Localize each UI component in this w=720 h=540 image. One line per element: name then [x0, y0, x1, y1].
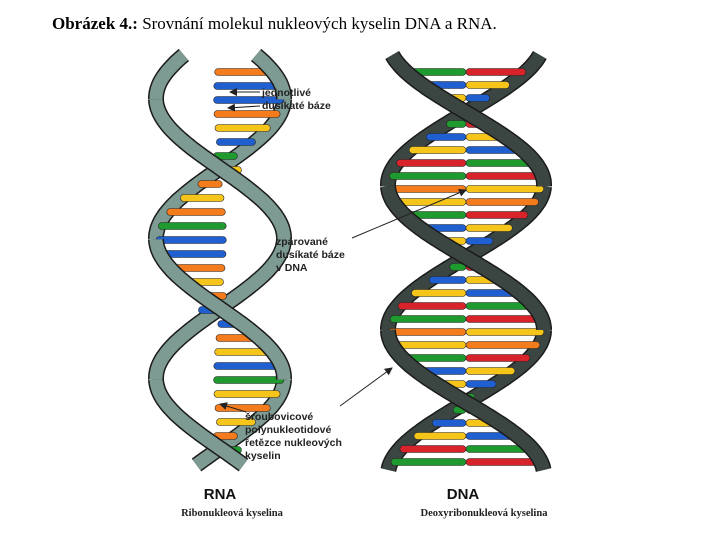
label-bases: jednotlivé dusíkaté báze [261, 87, 331, 112]
label-backbone-line1: šroubovicové [245, 411, 313, 423]
nitrogen-base [214, 363, 282, 370]
nitrogen-base [216, 139, 255, 146]
nitrogen-base-right [466, 82, 510, 89]
label-bases-line1: jednotlivé [261, 87, 311, 99]
label-paired-line2: dusíkaté báze [276, 249, 345, 261]
label-paired-line1: zpárované [276, 236, 328, 248]
nitrogen-base-left [414, 433, 466, 440]
nitrogen-base-left [409, 147, 466, 154]
nitrogen-base-left [397, 160, 467, 167]
nitrogen-base-left [398, 303, 466, 310]
label-paired: zpárované dusíkaté báze v DNA [276, 236, 348, 274]
dna-title: DNA [447, 486, 480, 503]
nitrogen-base-left [388, 186, 466, 193]
nitrogen-base-right [466, 368, 515, 375]
nitrogen-base-right [466, 212, 528, 219]
backbone-ribbon [156, 55, 184, 99]
rna-subtitle: Ribonukleová kyselina [181, 508, 284, 519]
nitrogen-base-left [412, 290, 467, 297]
nitrogen-base-left [388, 329, 466, 336]
label-backbone-line4: kyselin [245, 450, 281, 462]
nitrogen-base [180, 195, 224, 202]
nitrogen-base-right [466, 316, 542, 323]
label-paired-line3: v DNA [276, 262, 308, 274]
nitrogen-base-right [466, 199, 539, 206]
arrow-backbone-dna [340, 368, 392, 406]
nitrogen-base-left [432, 420, 466, 427]
nitrogen-base-right [466, 329, 544, 336]
nitrogen-base-right [466, 355, 530, 362]
nitrogen-base-right [466, 459, 541, 466]
backbone-ribbon [156, 240, 284, 380]
nitrogen-base [167, 209, 226, 216]
nitrogen-base [158, 223, 226, 230]
nitrogen-base-right [466, 238, 493, 245]
nitrogen-base-right [466, 69, 526, 76]
rna-title: RNA [204, 486, 237, 503]
nitrogen-base [214, 391, 280, 398]
nitrogen-base-left [446, 121, 466, 128]
nitrogen-base-left [426, 134, 466, 141]
rna-helix [156, 55, 284, 465]
label-backbone-line3: řetězce nukleových [245, 437, 342, 449]
nitrogen-base-left [390, 316, 466, 323]
nitrogen-base-right [466, 225, 512, 232]
dna-backbone-front [388, 55, 544, 470]
arrow-bases-2 [228, 106, 260, 108]
label-backbone-line2: polynukleotidové [245, 424, 332, 436]
label-bases-line2: dusíkaté báze [262, 100, 331, 112]
nitrogen-base-left [389, 173, 466, 180]
nitrogen-base-left [400, 446, 466, 453]
dna-helix [388, 55, 544, 470]
nitrogen-base-right [466, 342, 540, 349]
nitrogen-base-left [391, 459, 466, 466]
nitrogen-base-right [466, 186, 544, 193]
nitrogen-base-left [429, 277, 466, 284]
nitrogen-base-right [466, 173, 543, 180]
nitrogen-base [214, 377, 284, 384]
dna-subtitle: Deoxyribonukleová kyselina [421, 508, 549, 519]
label-backbone: šroubovicové polynukleotidové řetězce nu… [245, 411, 345, 462]
nitrogen-base [156, 237, 226, 244]
nitrogen-base-right [466, 95, 490, 102]
nitrogen-base-right [466, 381, 496, 388]
backbone-ribbon [156, 99, 284, 239]
nitrogen-base [198, 181, 222, 188]
nitrogen-base [215, 125, 270, 132]
